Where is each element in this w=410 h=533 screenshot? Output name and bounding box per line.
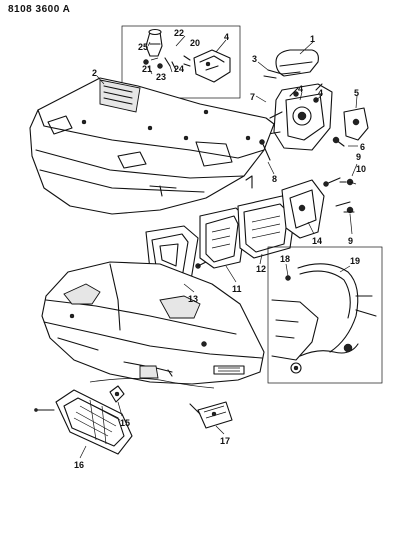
callout-11: 11 — [232, 284, 242, 294]
callout-7: 7 — [250, 92, 255, 102]
callout-20: 20 — [190, 38, 200, 48]
headlamp-bezel-part-11 — [199, 207, 247, 269]
callout-9: 9 — [348, 236, 353, 246]
callout-12: 12 — [256, 264, 266, 274]
callout-17: 17 — [220, 436, 230, 446]
callout-10: 10 — [356, 164, 366, 174]
callout-24: 24 — [174, 64, 184, 74]
callout-6: 6 — [360, 142, 365, 152]
headlamp-part-12 — [237, 195, 297, 259]
callout-13: 13 — [188, 294, 198, 304]
callout-14: 14 — [312, 236, 322, 246]
callout-18: 18 — [280, 254, 290, 264]
callout-4: 4 — [224, 32, 229, 42]
socket-part-15 — [109, 385, 125, 403]
callout-23: 23 — [156, 72, 166, 82]
side-marker-lamp-part-16 — [34, 378, 215, 455]
callout-25: 25 — [138, 42, 148, 52]
callout-16: 16 — [74, 460, 84, 470]
callout-21: 21 — [142, 64, 152, 74]
parking-lamp-part-17 — [189, 401, 233, 429]
callout-9: 9 — [356, 152, 361, 162]
callout-19: 19 — [350, 256, 360, 266]
inset-top-box — [121, 25, 241, 99]
callout-4: 4 — [298, 84, 303, 94]
headlamp-motor-assembly — [257, 83, 369, 151]
callout-22: 22 — [174, 28, 184, 38]
cover-part-1 — [263, 49, 319, 79]
bolt-part-8 — [259, 139, 271, 161]
front-fascia-part-2 — [29, 77, 275, 215]
callout-3: 3 — [252, 54, 257, 64]
leader-lines — [79, 35, 358, 459]
callout-labels: 1 2 3 4 4 4 5 6 7 8 9 9 10 11 12 13 14 1… — [74, 28, 366, 470]
inset-wiring-box — [267, 246, 383, 384]
callout-15: 15 — [120, 418, 130, 428]
callout-2: 2 — [92, 68, 97, 78]
callout-1: 1 — [310, 34, 315, 44]
callout-5: 5 — [354, 88, 359, 98]
callout-8: 8 — [272, 174, 277, 184]
diagram-code: 8108 3600 A — [8, 4, 71, 15]
lower-front-fascia — [41, 261, 265, 385]
callout-4: 4 — [318, 88, 323, 98]
headlamp-mount-bracket-part-14 — [281, 177, 355, 239]
